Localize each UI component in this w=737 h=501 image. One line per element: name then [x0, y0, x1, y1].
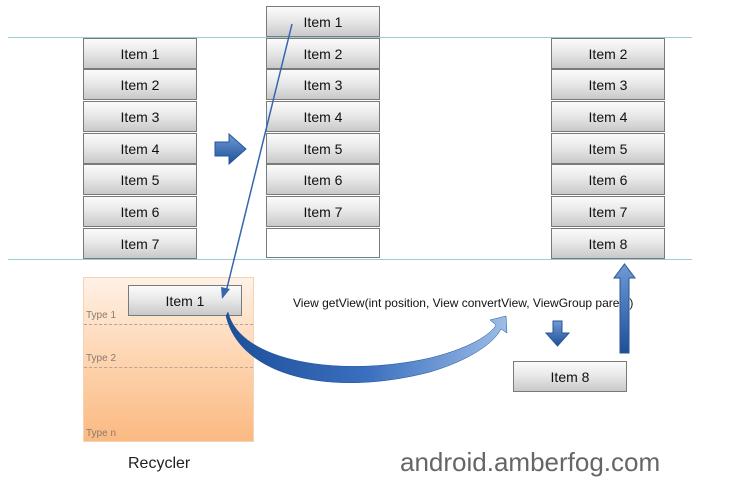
list-item: Item 2	[551, 38, 665, 69]
list-item: Item 7	[266, 196, 380, 227]
list-item: Item 5	[551, 133, 665, 164]
list-item: Item 3	[551, 69, 665, 100]
list-item: Item 4	[83, 133, 197, 164]
type-label: Type 1	[86, 310, 117, 321]
type-label: Type n	[86, 428, 117, 439]
right-arrow-icon	[214, 132, 247, 166]
list-item: Item 4	[266, 101, 380, 132]
list-item: Item 3	[266, 69, 380, 100]
type-divider	[84, 367, 253, 368]
curved-arrow-icon	[225, 311, 508, 383]
list-item: Item 4	[551, 101, 665, 132]
site-watermark: android.amberfog.com	[400, 447, 661, 477]
list-item: Item 2	[83, 69, 197, 100]
up-arrow-icon	[613, 263, 636, 354]
viewport-top-line	[8, 37, 692, 38]
list-item: Item 7	[551, 196, 665, 227]
new-item: Item 8	[513, 361, 627, 392]
list-item: Item 7	[83, 228, 197, 259]
list-item: Item 1	[266, 6, 380, 37]
list-item: Item 5	[83, 164, 197, 195]
down-arrow-icon	[544, 320, 571, 347]
list-item: Item 1	[83, 38, 197, 69]
list-item: Item 6	[266, 164, 380, 195]
list-item: Item 8	[551, 228, 665, 259]
recycle-line-arrow	[221, 23, 293, 299]
get-view-signature: View getView(int position, View convertV…	[293, 296, 634, 310]
viewport-bottom-line	[8, 259, 692, 260]
type-divider	[84, 324, 253, 325]
type-label: Type 2	[86, 353, 117, 364]
recycler-caption: Recycler	[128, 455, 191, 472]
list-item: Item 6	[551, 164, 665, 195]
empty-list-slot	[266, 228, 380, 258]
list-item: Item 3	[83, 101, 197, 132]
list-item: Item 5	[266, 133, 380, 164]
list-item: Item 6	[83, 196, 197, 227]
